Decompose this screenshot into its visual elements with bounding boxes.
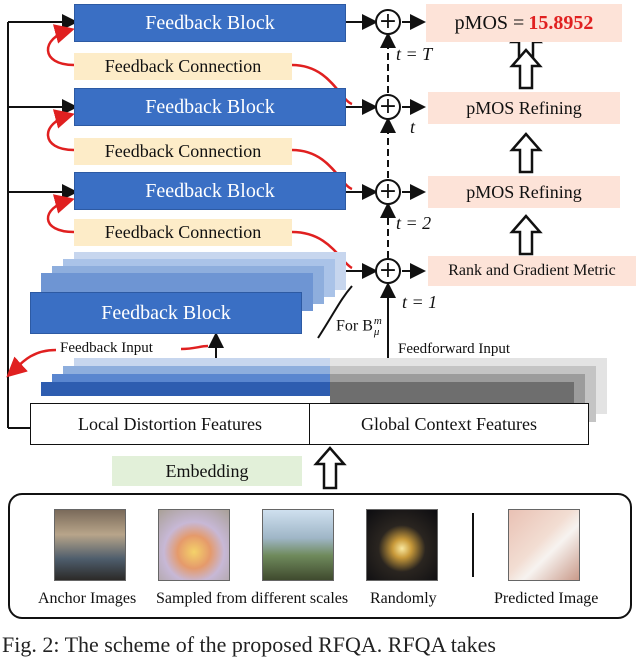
anchor-image xyxy=(54,509,126,581)
feedback-connection-1: Feedback Connection xyxy=(74,53,292,80)
sampled-image-2 xyxy=(262,509,334,581)
pmos-refining-1: pMOS Refining xyxy=(428,92,620,124)
embedding-box: Embedding xyxy=(112,456,302,486)
sum-node-t: + xyxy=(375,94,401,120)
pmos-refining-2: pMOS Refining xyxy=(428,176,620,208)
sum-node-2: + xyxy=(375,179,401,205)
for-b-text: For B xyxy=(336,317,373,335)
feedback-connection-label: Feedback Connection xyxy=(104,222,262,242)
pmos-refining-label: pMOS Refining xyxy=(466,97,582,118)
local-features-label: Local Distortion Features xyxy=(78,413,262,434)
feedback-block-label: Feedback Block xyxy=(145,11,275,34)
feedback-block-label: Feedback Block xyxy=(145,179,275,202)
predicted-image-label: Predicted Image xyxy=(494,590,599,607)
for-b-superscript: m xyxy=(373,315,382,327)
feedback-block-top: Feedback Block xyxy=(74,4,346,42)
sampled-image-3 xyxy=(366,509,438,581)
pmos-output: pMOS = 15.8952 xyxy=(426,4,622,42)
feedback-connection-3: Feedback Connection xyxy=(74,219,292,246)
rank-gradient-label: Rank and Gradient Metric xyxy=(448,262,616,279)
feedback-connection-2: Feedback Connection xyxy=(74,138,292,165)
pmos-output-label: pMOS = xyxy=(454,11,525,34)
feedback-connection-label: Feedback Connection xyxy=(104,56,262,76)
pmos-output-value: 15.8952 xyxy=(528,11,594,34)
t-label-1: t = 1 xyxy=(402,292,438,312)
t-label-2: t = 2 xyxy=(396,213,432,233)
feedback-block-label: Feedback Block xyxy=(145,95,275,118)
pmos-refining-label: pMOS Refining xyxy=(466,181,582,202)
panel-divider xyxy=(472,513,474,577)
randomly-label: Randomly xyxy=(370,590,437,607)
input-images-panel xyxy=(8,493,632,619)
figure-caption: Fig. 2: The scheme of the proposed RFQA.… xyxy=(2,632,496,657)
feedback-block-1: Feedback Block xyxy=(30,292,302,334)
sum-node-1: + xyxy=(375,258,401,284)
global-features-label: Global Context Features xyxy=(361,413,537,434)
sum-node-T: + xyxy=(375,9,401,35)
sampled-image-1 xyxy=(158,509,230,581)
t-label-t: t xyxy=(410,117,416,137)
anchor-images-label: Anchor Images xyxy=(38,590,137,607)
feedback-block-2: Feedback Block xyxy=(74,172,346,210)
local-distortion-features: Local Distortion Features xyxy=(30,403,310,445)
t-label-T: t = T xyxy=(396,44,433,64)
rank-gradient-metric: Rank and Gradient Metric xyxy=(428,256,636,286)
global-context-features: Global Context Features xyxy=(309,403,589,445)
local-stack-layer xyxy=(41,382,330,396)
sampled-scales-label: Sampled from different scales xyxy=(156,590,349,607)
predicted-image xyxy=(508,509,580,581)
feedback-block-label: Feedback Block xyxy=(101,301,231,324)
feedback-connection-label: Feedback Connection xyxy=(104,141,262,161)
feedback-block-t: Feedback Block xyxy=(74,88,346,126)
feedforward-input-label: Feedforward Input xyxy=(398,341,511,357)
for-b-subscript: μ xyxy=(373,326,380,338)
embedding-label: Embedding xyxy=(165,460,249,481)
feedback-input-label: Feedback Input xyxy=(60,340,153,356)
